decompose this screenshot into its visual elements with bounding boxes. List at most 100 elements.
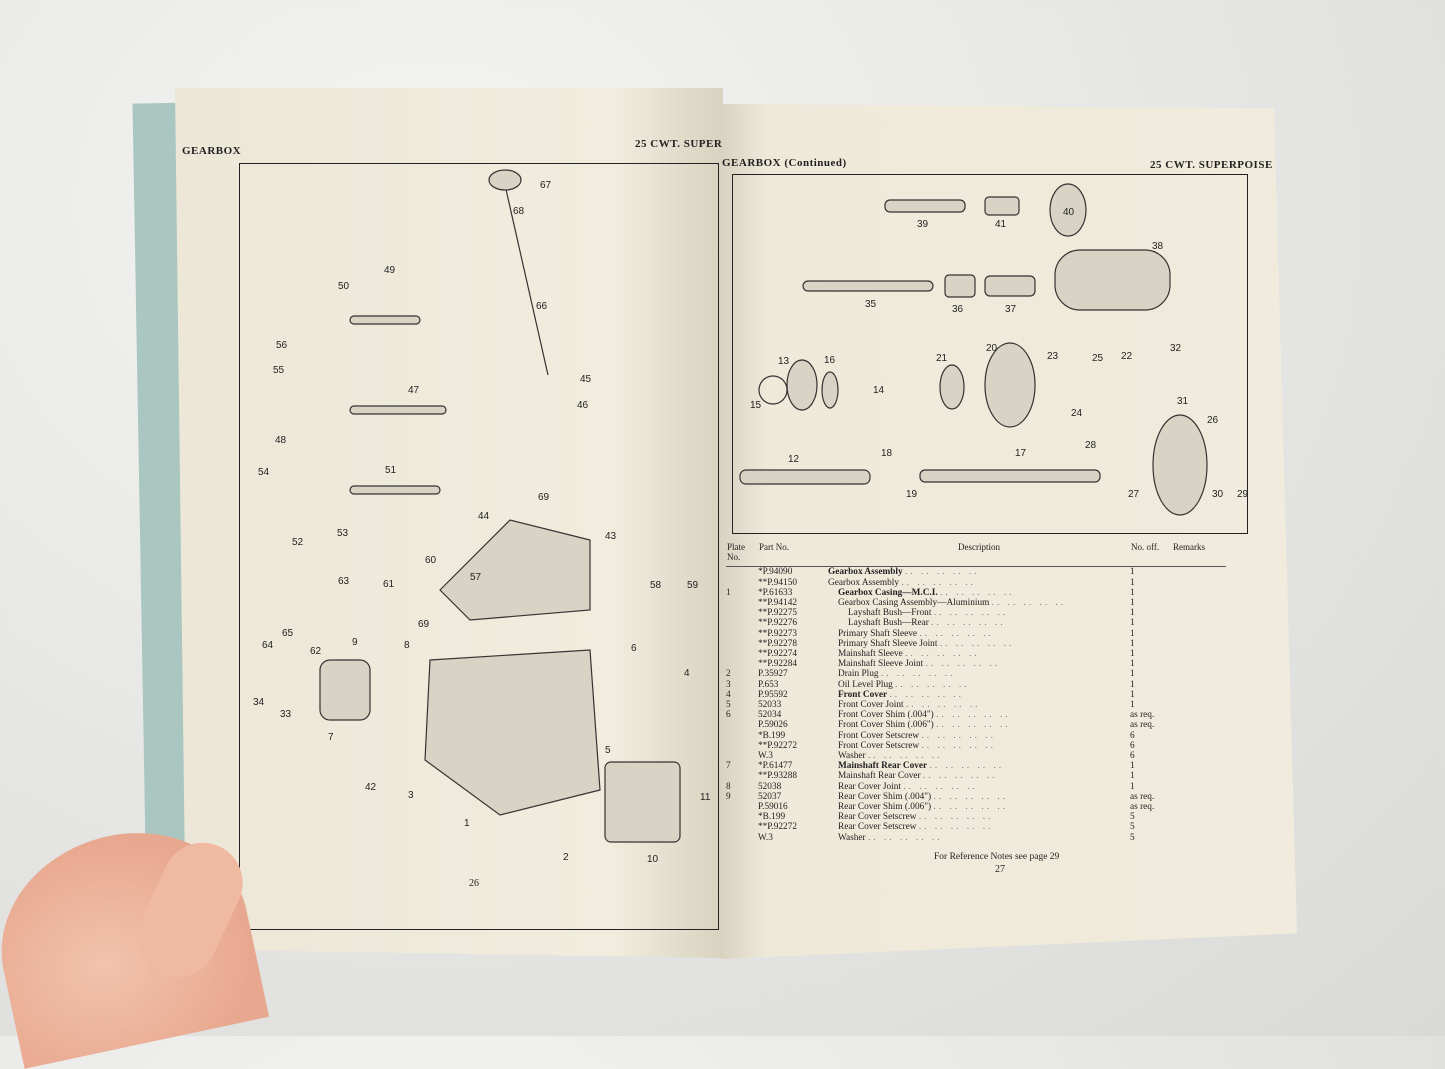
callout-label: 32 (1170, 343, 1182, 354)
left-header-model: 25 CWT. SUPERPOISE (635, 138, 758, 150)
description-text: Gearbox Assembly (828, 577, 900, 588)
col-no-off: No. off. (1130, 541, 1172, 568)
callout-label: 37 (1005, 304, 1017, 315)
callout-label: 1 (464, 818, 470, 829)
quantity: 1 (1130, 679, 1135, 690)
callout-label: 47 (408, 385, 420, 396)
plate-no: 3 (726, 679, 731, 690)
col-part: Part No. (758, 541, 828, 568)
shaft-part (884, 199, 966, 213)
part-no: **P.92284 (758, 659, 798, 670)
callout-label: 2 (563, 852, 569, 863)
callout-label: 30 (1212, 489, 1224, 500)
callout-label: 25 (1092, 353, 1104, 364)
quantity: 1 (1130, 628, 1135, 639)
quantity: 1 (1130, 608, 1135, 619)
table-row: P.59026 Front Cover Shim (.006") .. .. .… (726, 720, 1226, 730)
part-no: **P.93288 (758, 771, 798, 782)
callout-label: 60 (425, 555, 437, 566)
callout-label: 4 (684, 668, 690, 679)
description-text: Mainshaft Sleeve (838, 649, 903, 660)
exploded-diagram-frame (239, 163, 719, 930)
quantity: as req. (1130, 802, 1155, 813)
callout-label: 8 (404, 640, 410, 651)
callout-label: 38 (1152, 241, 1164, 252)
description: Layshaft Bush—Front .. .. .. .. .. (828, 608, 1130, 618)
description-text: Mainshaft Rear Cover (838, 761, 928, 772)
callout-label: 42 (365, 782, 377, 793)
callout-label: 52 (292, 537, 304, 548)
callout-label: 19 (906, 489, 918, 500)
description-text: Gearbox Casing Assembly—Aluminium (838, 598, 990, 609)
lever-knob-part (488, 169, 522, 191)
right-header-model: 25 CWT. SUPERPOISE (1150, 159, 1273, 171)
col-description: Description (828, 541, 1130, 568)
description-text: Mainshaft Rear Cover (838, 771, 921, 782)
description: Front Cover Setscrew .. .. .. .. .. (828, 731, 1130, 741)
callout-label: 63 (338, 576, 350, 587)
flange-part (1152, 414, 1208, 516)
table-row: **P.92274 Mainshaft Sleeve .. .. .. .. .… (726, 649, 1226, 659)
callout-label: 58 (650, 580, 662, 591)
gear-part (939, 364, 965, 410)
description-text: Front Cover (838, 689, 888, 700)
description: Rear Cover Shim (.004") .. .. .. .. .. (828, 792, 1130, 802)
description-text: Front Cover Joint (838, 700, 904, 711)
part-no: 52034 (758, 710, 782, 721)
part-no: *P.61477 (758, 761, 793, 772)
description: Mainshaft Rear Cover .. .. .. .. .. (828, 771, 1130, 781)
description-text: Primary Shaft Sleeve (838, 628, 918, 639)
part-no: *B.199 (758, 812, 786, 823)
quantity: 6 (1130, 751, 1135, 762)
layshaft-part (802, 280, 934, 292)
callout-label: 44 (478, 511, 490, 522)
part-no: P.59026 (758, 720, 788, 731)
callout-label: 24 (1071, 408, 1083, 419)
part-no: **P.92278 (758, 638, 798, 649)
callout-label: 46 (577, 400, 589, 411)
description: Front Cover Setscrew .. .. .. .. .. (828, 741, 1130, 751)
table-row: 1 *P.61633 Gearbox Casing—M.C.I. .. .. .… (726, 588, 1226, 598)
callout-label: 12 (788, 454, 800, 465)
table-row: 5 52033 Front Cover Joint .. .. .. .. ..… (726, 700, 1226, 710)
col-remarks: Remarks (1172, 541, 1226, 568)
left-header-title: GEARBOX (182, 145, 242, 157)
gear-part (1049, 183, 1087, 237)
callout-label: 31 (1177, 396, 1189, 407)
quantity: 1 (1130, 771, 1135, 782)
table-row: **P.92273 Primary Shaft Sleeve .. .. .. … (726, 629, 1226, 639)
callout-label: 66 (536, 301, 548, 312)
callout-label: 50 (338, 281, 350, 292)
description: Front Cover Shim (.006") .. .. .. .. .. (828, 720, 1130, 730)
callout-label: 14 (873, 385, 885, 396)
plate-no: 5 (726, 700, 731, 711)
quantity: 1 (1130, 577, 1135, 588)
table-row: W.3 Washer .. .. .. .. .. 6 (726, 751, 1226, 761)
selector-rod-part (349, 485, 441, 495)
callout-label: 67 (540, 180, 552, 191)
callout-label: 5 (605, 745, 611, 756)
circlip-part (758, 375, 788, 405)
description-text: Gearbox Assembly (828, 567, 903, 578)
description-text: Rear Cover Setscrew (838, 822, 917, 833)
description: Gearbox Casing Assembly—Aluminium .. .. … (828, 598, 1130, 608)
part-no: P.653 (758, 679, 779, 690)
table-row: 4 P.95592 Front Cover .. .. .. .. .. 1 (726, 690, 1226, 700)
quantity: 1 (1130, 587, 1135, 598)
description-text: Rear Cover Setscrew (838, 812, 917, 823)
callout-label: 35 (865, 299, 877, 310)
callout-label: 45 (580, 374, 592, 385)
spacer-part (984, 275, 1036, 297)
reference-note: For Reference Notes see page 29 (934, 852, 1060, 862)
description: Mainshaft Rear Cover .. .. .. .. .. (828, 761, 1130, 771)
quantity: 6 (1130, 740, 1135, 751)
table-row: P.59016 Rear Cover Shim (.006") .. .. ..… (726, 802, 1226, 812)
rear-cover-part (604, 761, 681, 843)
callout-label: 62 (310, 646, 322, 657)
description-text: Layshaft Bush—Front (848, 608, 932, 619)
part-no: P.35927 (758, 669, 788, 680)
gear-cluster-part (1054, 249, 1171, 311)
table-row: **P.92278 Primary Shaft Sleeve Joint .. … (726, 639, 1226, 649)
description: Gearbox Assembly .. .. .. .. .. (828, 577, 976, 588)
selector-rod-part (349, 405, 447, 415)
